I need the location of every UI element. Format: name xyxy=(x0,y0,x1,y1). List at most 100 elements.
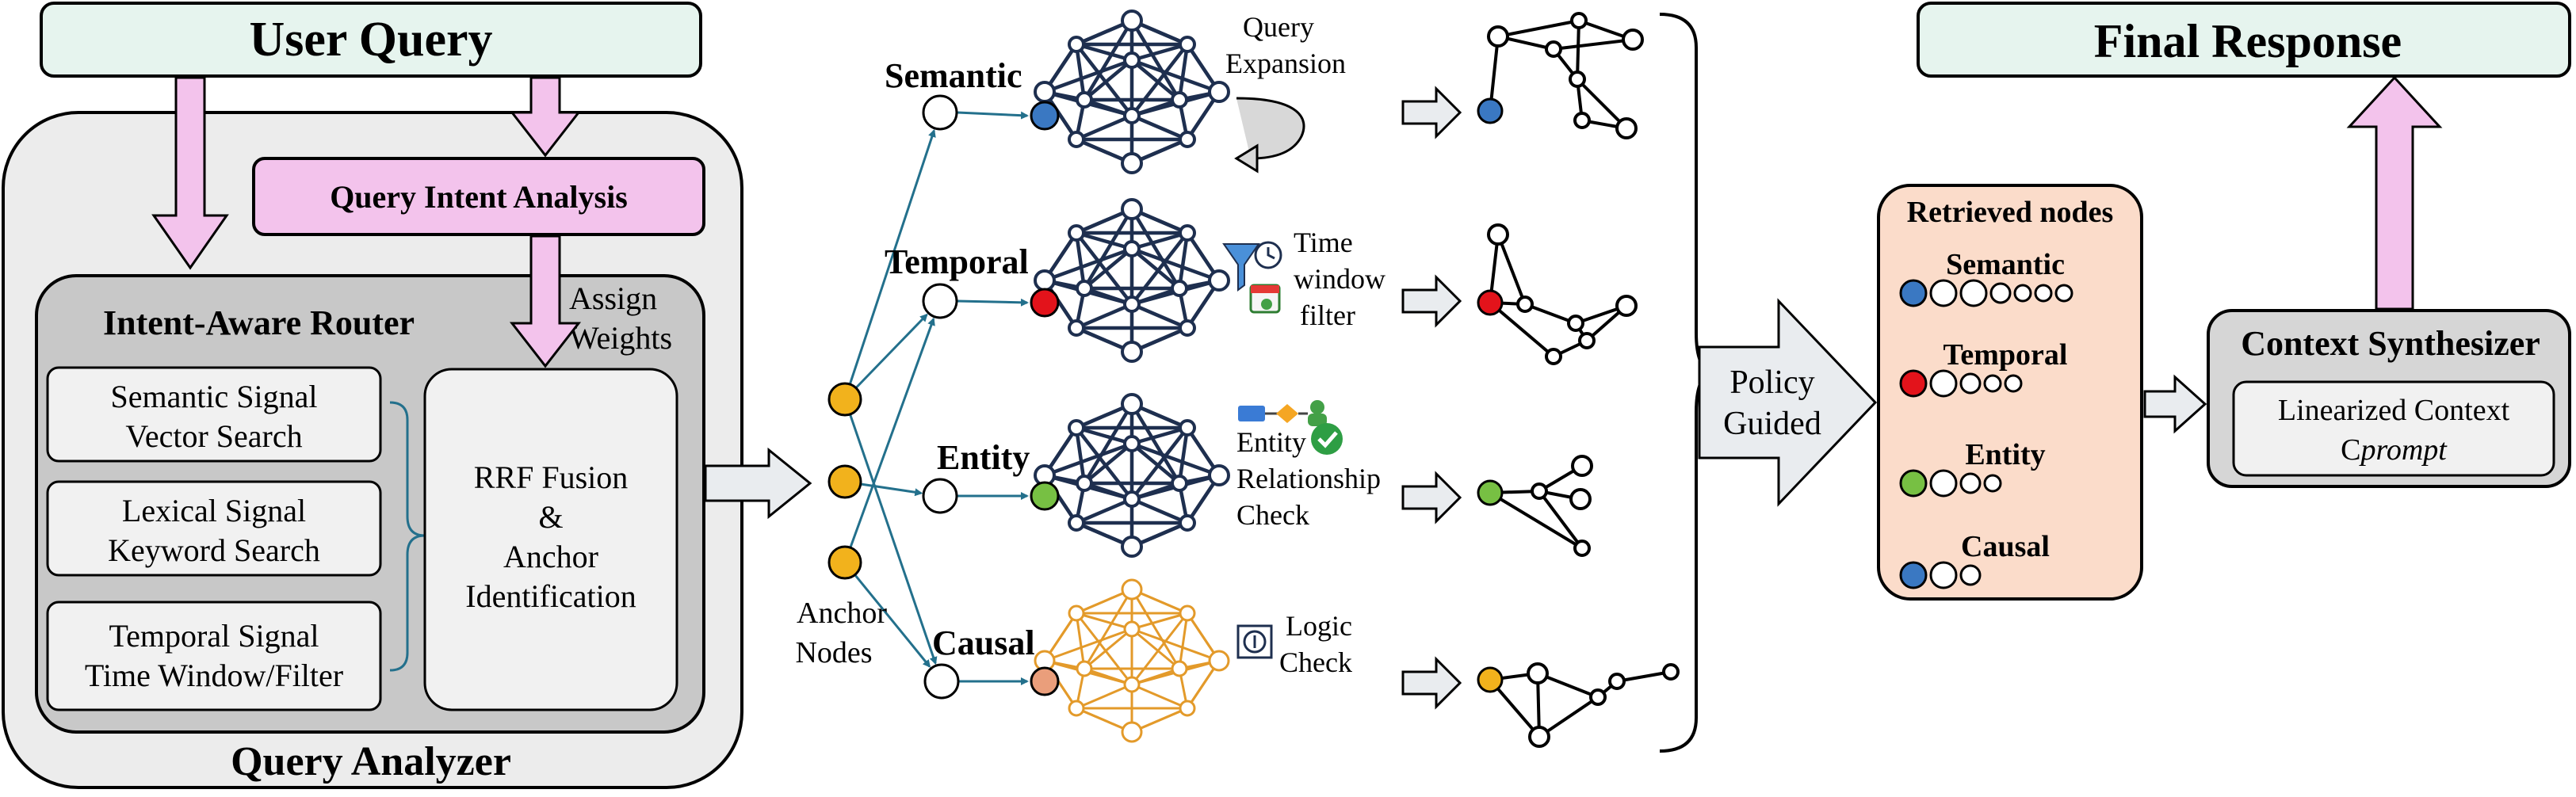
retrieved-group-entity: Entity xyxy=(1965,438,2045,471)
temporal-entry-link xyxy=(957,298,1029,307)
anchor-link-3 xyxy=(860,482,923,497)
anchor-node-1 xyxy=(827,382,862,417)
branch-label-causal: Causal xyxy=(932,623,1035,662)
causal-network xyxy=(1034,578,1230,743)
assign-weights-line2: Weights xyxy=(569,320,672,356)
retrieved-nodes-panel: Retrieved nodes Semantic Temporal Entity… xyxy=(1877,184,2143,601)
anchor-node-3 xyxy=(827,545,862,580)
arrow-entity-subgraph xyxy=(1401,471,1462,524)
pink-arrow-to-final-response xyxy=(2346,75,2443,311)
entity-network xyxy=(1034,393,1230,558)
causal-retrieved-dot xyxy=(1929,561,1958,589)
temporal-retrieved-dot xyxy=(1983,374,2002,393)
cycle-arrow-icon xyxy=(1236,97,1305,160)
context-c: C xyxy=(2341,433,2360,467)
query-expansion-annotation: Query Expansion xyxy=(1225,11,1346,174)
time-window-filter-label: Time Window/Filter xyxy=(85,658,343,693)
logic-check-annotation: Logic Check xyxy=(1236,610,1352,678)
query-analyzer-title: Query Analyzer xyxy=(231,739,511,784)
pink-arrow-intent-to-fusion xyxy=(509,235,582,368)
semantic-network xyxy=(1034,10,1230,174)
query-expansion-line2: Expansion xyxy=(1225,48,1346,79)
policy-line2: Guided xyxy=(1723,406,1821,442)
branch-label-temporal: Temporal xyxy=(885,242,1029,281)
causal-retrieved-dot xyxy=(1959,564,1982,586)
query-intent-analysis-box: Query Intent Analysis xyxy=(252,157,705,236)
branch-label-semantic: Semantic xyxy=(885,56,1022,95)
anchor-nodes-label-2: Nodes xyxy=(795,636,872,669)
entity-retrieved-dot xyxy=(1983,474,2002,493)
semantic-retrieved-dot xyxy=(1989,282,2012,304)
anchor-link-0 xyxy=(848,128,936,385)
entity-seed-node xyxy=(1030,481,1060,511)
semantic-retrieved-dot xyxy=(2054,284,2073,303)
final-response-box: Final Response xyxy=(1917,2,2571,78)
logic-check-line1: Logic xyxy=(1286,610,1352,642)
causal-query-node xyxy=(923,663,960,700)
temporal-seed-node xyxy=(1030,288,1060,318)
semantic-signal-box: Semantic Signal Vector Search xyxy=(46,366,382,463)
anchor-link-2 xyxy=(849,414,938,665)
entity-check-annotation: Entity Relationship Check xyxy=(1236,400,1381,531)
entity-retrieved-dot xyxy=(1959,472,1982,494)
rrf-fusion-box: RRF Fusion & Anchor Identification xyxy=(423,368,678,711)
user-query-label: User Query xyxy=(249,13,492,67)
linearized-context-line2: Cprompt xyxy=(2341,433,2448,467)
semantic-signal-label: Semantic Signal xyxy=(110,379,317,414)
temporal-network xyxy=(1034,198,1230,363)
semantic-retrieved-dot xyxy=(1899,279,1928,307)
linearized-context-box xyxy=(2232,380,2555,477)
linearized-context-line1: Linearized Context xyxy=(2278,394,2510,427)
causal-retrieved-subgraph xyxy=(1477,662,1680,748)
entity-retrieved-dot xyxy=(1929,469,1958,498)
causal-seed-node xyxy=(1030,666,1060,696)
context-synthesizer-panel: Context Synthesizer Linearized Context C… xyxy=(2207,309,2571,488)
semantic-retrieved-dot xyxy=(1929,279,1958,307)
router-title: Intent-Aware Router xyxy=(103,303,415,342)
fusion-line2: & xyxy=(538,499,563,535)
anchor-link-5 xyxy=(854,574,931,668)
retrieved-group-temporal: Temporal xyxy=(1943,338,2068,372)
policy-guided-arrow: Policy Guided xyxy=(1698,298,1878,507)
funnel-clock-icon xyxy=(1222,241,1282,314)
semantic-seed-node xyxy=(1030,101,1060,131)
branch-label-entity: Entity xyxy=(937,438,1030,477)
causal-retrieved-dot xyxy=(1899,561,1928,589)
semantic-query-node xyxy=(922,94,958,131)
anchor-link-1 xyxy=(854,313,928,389)
pink-arrow-user-to-router xyxy=(151,76,229,270)
context-prompt: prompt xyxy=(2358,433,2448,467)
final-response-label: Final Response xyxy=(2094,15,2402,67)
temporal-retrieved-dot xyxy=(2004,374,2023,393)
pink-arrow-user-to-intent xyxy=(509,76,582,158)
logic-check-line2: Check xyxy=(1279,646,1352,678)
time-window-line2: window xyxy=(1294,263,1385,295)
keyword-search-label: Keyword Search xyxy=(108,532,320,568)
arrow-temporal-subgraph xyxy=(1401,274,1462,328)
policy-line1: Policy xyxy=(1729,364,1814,401)
arrow-semantic-subgraph xyxy=(1401,86,1462,139)
anchor-nodes-label-1: Anchor xyxy=(797,597,887,630)
time-window-line1: Time xyxy=(1294,227,1353,258)
anchor-link-4 xyxy=(849,317,935,548)
fusion-line4: Identification xyxy=(465,578,636,614)
arrow-retrieved-to-synthesizer xyxy=(2143,374,2207,434)
temporal-signal-label: Temporal Signal xyxy=(109,618,319,654)
entity-retrieved-dot xyxy=(1899,469,1928,498)
assign-weights-line1: Assign xyxy=(569,280,657,316)
semantic-retrieved-dot xyxy=(2034,284,2053,303)
query-expansion-line1: Query xyxy=(1243,11,1314,43)
entity-check-line3: Check xyxy=(1236,499,1309,531)
entity-check-line1: Entity xyxy=(1236,426,1306,458)
user-query-box: User Query xyxy=(40,2,702,78)
temporal-retrieved-dot xyxy=(1929,369,1958,398)
temporal-retrieved-dot xyxy=(1959,372,1982,395)
logic-icon xyxy=(1236,624,1273,659)
anchor-connection-lines xyxy=(848,128,938,668)
relationship-check-icon xyxy=(1238,400,1343,455)
semantic-retrieved-dot xyxy=(1959,279,1988,307)
fusion-line3: Anchor xyxy=(503,539,598,574)
semantic-retrieved-dot xyxy=(2013,284,2032,303)
entity-retrieved-subgraph xyxy=(1477,455,1593,557)
context-synthesizer-title: Context Synthesizer xyxy=(2241,324,2540,363)
